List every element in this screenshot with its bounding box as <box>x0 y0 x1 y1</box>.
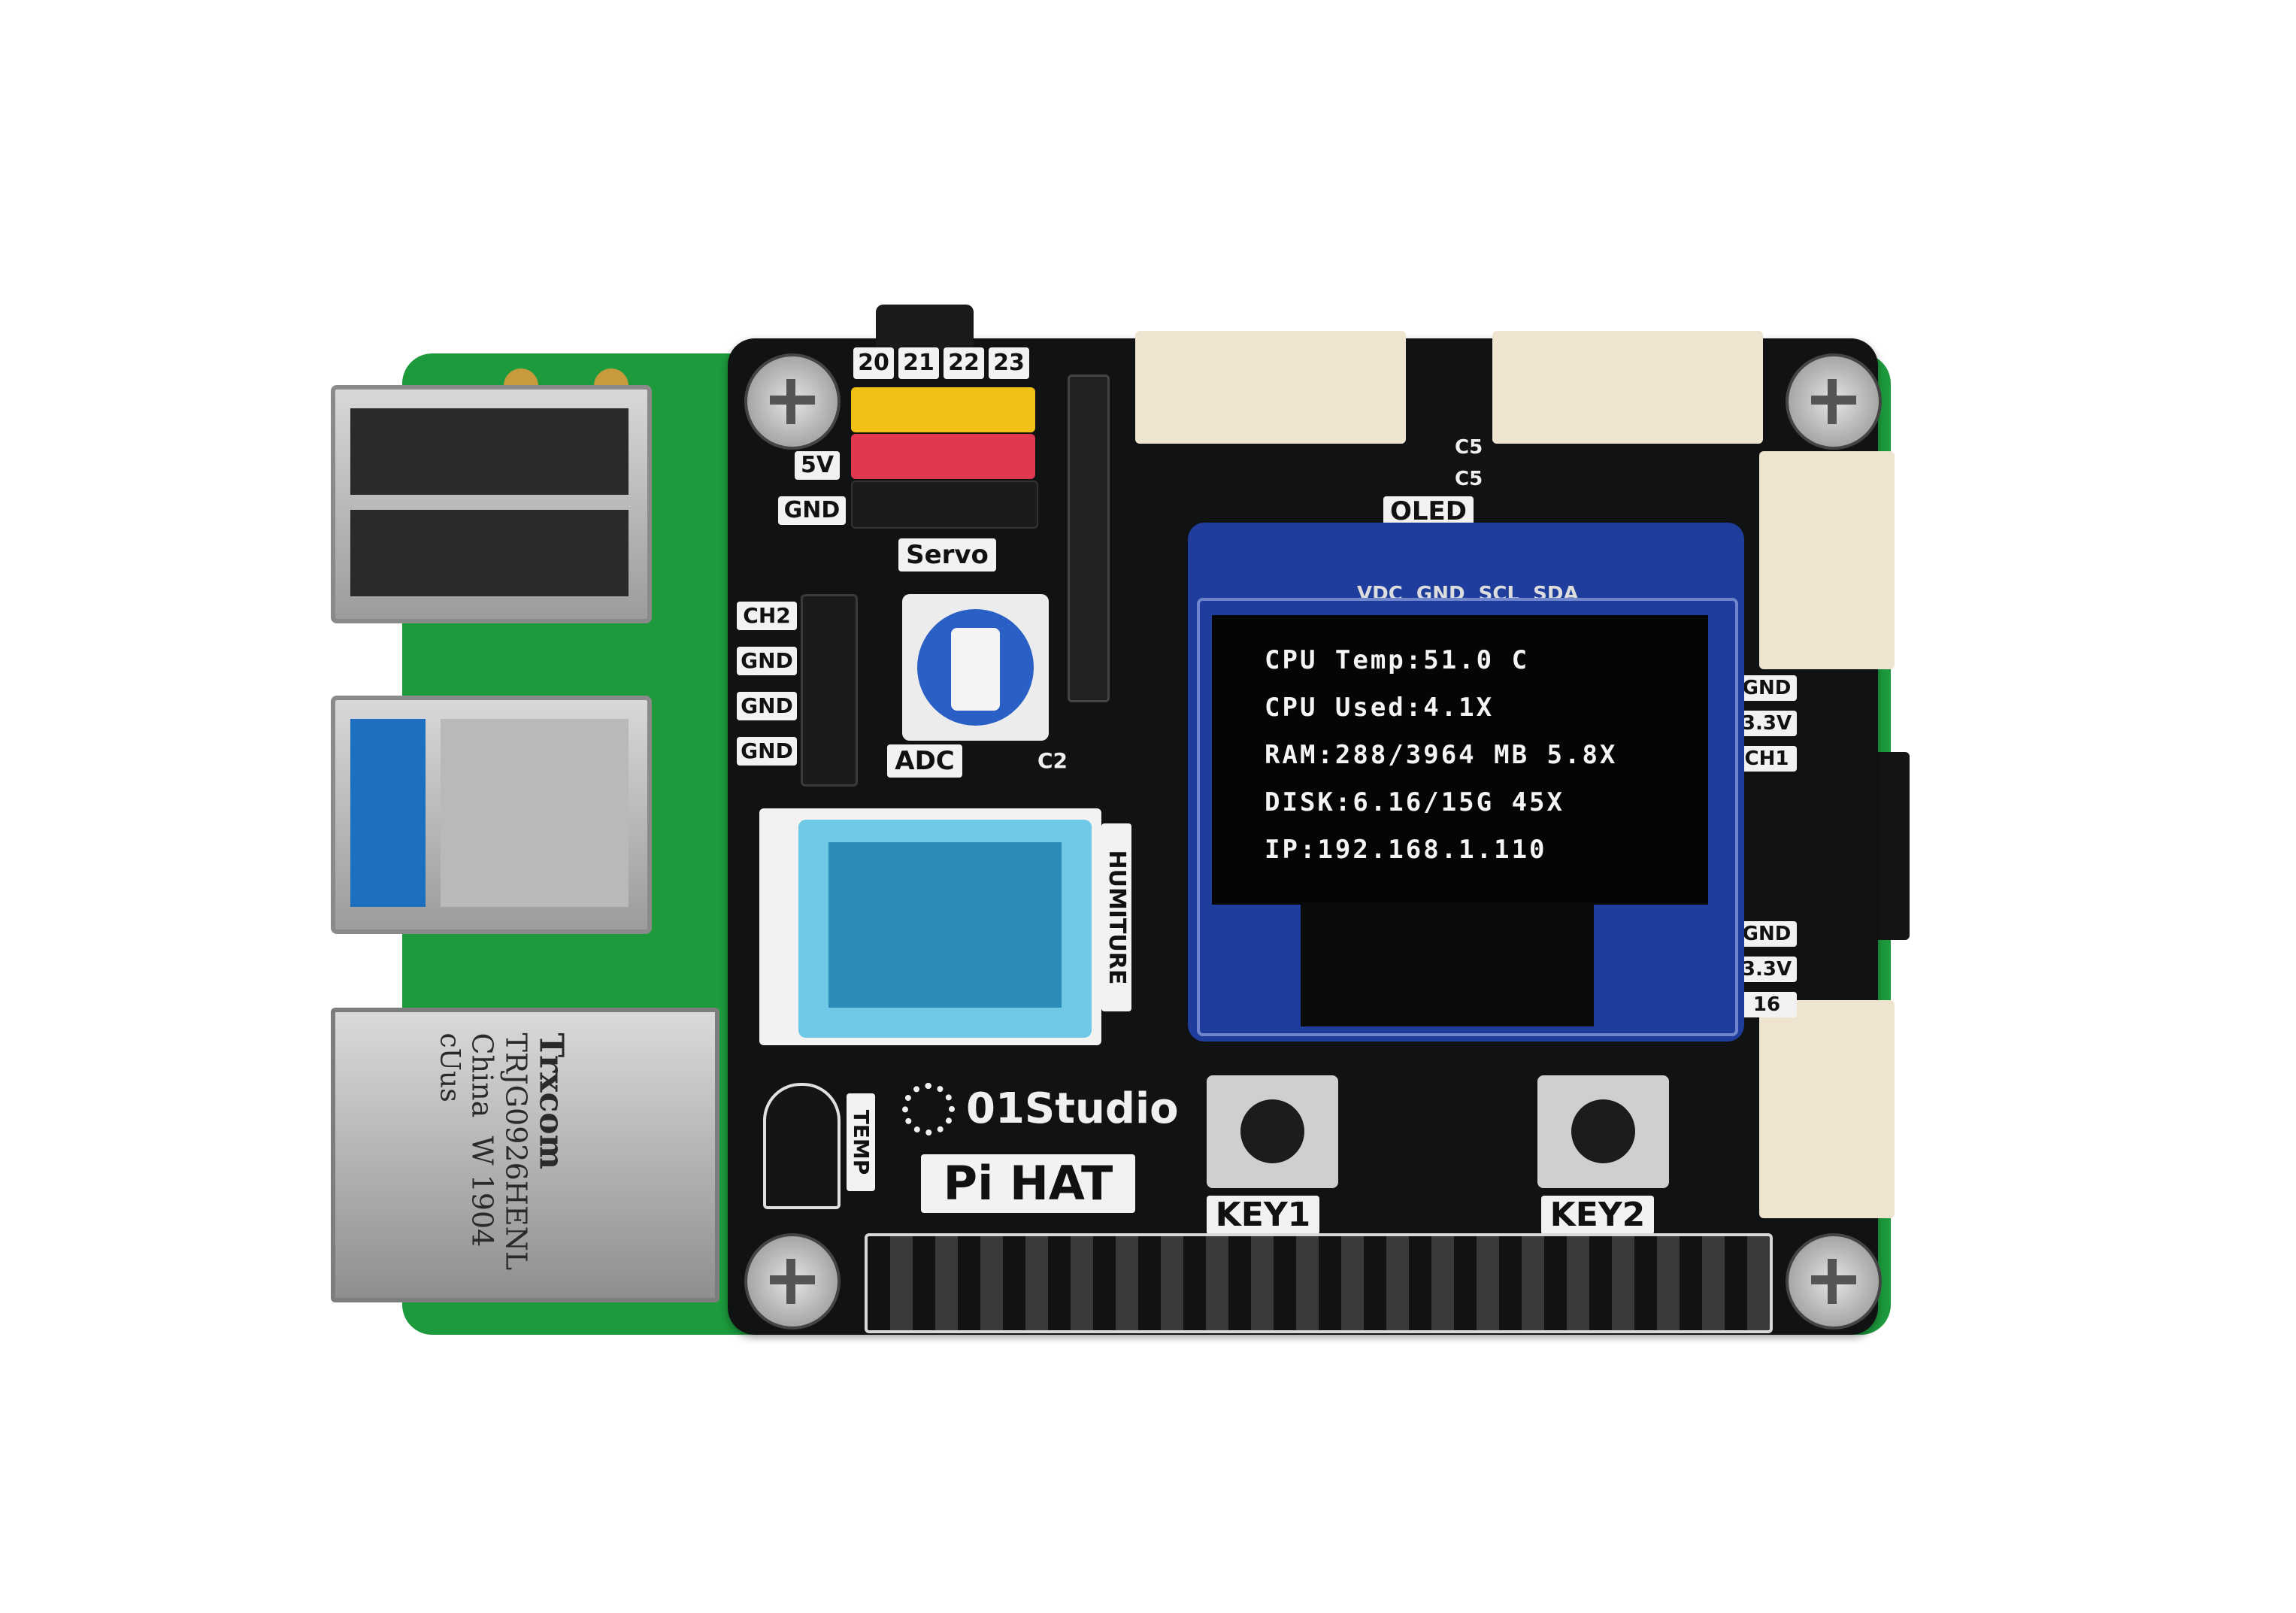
pin-number-21: 21 <box>898 347 939 379</box>
oled-header-label: OLED <box>1383 496 1474 526</box>
gnd-label-c: GND <box>737 737 797 766</box>
ethernet-port: Trxcom TRJG0926HENL China W 1904 cUus <box>331 1008 719 1302</box>
gnd-label-b: GND <box>737 692 797 720</box>
right-3v3-label-top: 3.3V <box>1737 711 1797 736</box>
c5-label-b: C5 <box>1455 468 1483 490</box>
oled-line-ram: RAM:288/3964 MB 5.8X <box>1265 740 1618 770</box>
servo-header-yellow-row <box>851 387 1035 432</box>
key1-label: KEY1 <box>1207 1196 1319 1235</box>
temp-label: TEMP <box>847 1093 875 1191</box>
potentiometer <box>902 594 1049 741</box>
gpio-header <box>865 1233 1773 1333</box>
oled-line-disk: DISK:6.16/15G 45X <box>1265 787 1564 817</box>
pin-number-22: 22 <box>944 347 984 379</box>
pin-number-20: 20 <box>853 347 894 379</box>
temperature-sensor <box>763 1083 841 1209</box>
ethernet-origin: China W 1904 <box>465 1032 499 1248</box>
brand-name: 01Studio <box>966 1084 1179 1133</box>
pin-number-23: 23 <box>989 347 1029 379</box>
connector-right-bottom <box>1759 1000 1895 1218</box>
oled-line-cpu-used: CPU Used:4.1X <box>1265 693 1495 723</box>
ch2-label: CH2 <box>737 602 797 630</box>
ethernet-brand: Trxcom <box>532 1032 571 1170</box>
oled-pin-labels: VDC GND SCL SDA <box>1357 583 1579 605</box>
product-name: Pi HAT <box>921 1154 1135 1213</box>
oled-screen-frame <box>1197 598 1738 1036</box>
mounting-screw-bottom-left <box>744 1233 841 1330</box>
connector-right-top <box>1759 451 1895 669</box>
key2-label: KEY2 <box>1541 1196 1654 1235</box>
key2-button[interactable] <box>1537 1075 1669 1188</box>
c5-label-a: C5 <box>1455 436 1483 459</box>
ethernet-cert-mark: cUus <box>434 1032 465 1102</box>
servo-header-red-row <box>851 434 1035 479</box>
c2-label: C2 <box>1037 748 1068 773</box>
servo-label: Servo <box>898 538 996 572</box>
right-gnd-label-top: GND <box>1737 675 1797 701</box>
servo-5v-label: 5V <box>795 451 840 480</box>
side-connector <box>1872 752 1910 940</box>
dht-sensor <box>798 820 1092 1038</box>
key1-button[interactable] <box>1207 1075 1338 1188</box>
oled-display: CPU Temp:51.0 C CPU Used:4.1X RAM:288/39… <box>1212 615 1708 905</box>
right-gnd-label-bottom: GND <box>1737 921 1797 947</box>
oled-line-ip: IP:192.168.1.110 <box>1265 835 1547 865</box>
right-ch1-label: CH1 <box>1737 746 1797 772</box>
connector-top-left <box>1135 331 1406 444</box>
ch2-header <box>801 594 858 787</box>
connector-top-right <box>1492 331 1763 444</box>
servo-pin-numbers: 20 21 22 23 <box>853 347 1034 379</box>
audio-jack <box>876 305 974 350</box>
ethernet-model: TRJG0926HENL <box>499 1032 533 1271</box>
servo-gnd-label: GND <box>778 496 846 525</box>
right-16-label: 16 <box>1737 992 1797 1017</box>
usb2-port <box>331 385 652 623</box>
adc-label: ADC <box>887 744 962 778</box>
usb3-port <box>331 696 652 934</box>
pin-header-strip <box>1068 374 1110 702</box>
right-3v3-label-bottom: 3.3V <box>1737 957 1797 982</box>
oled-line-cpu-temp: CPU Temp:51.0 C <box>1265 645 1530 675</box>
mounting-screw-bottom-right <box>1786 1233 1882 1330</box>
mounting-screw-top-right <box>1786 353 1882 450</box>
oled-flex-cable <box>1301 902 1594 1026</box>
servo-header-black-row <box>851 481 1038 529</box>
humiture-label: HUMITURE <box>1101 823 1131 1011</box>
mounting-screw-top-left <box>744 353 841 450</box>
gnd-label-a: GND <box>737 647 797 675</box>
gear-logo-icon <box>902 1083 955 1135</box>
